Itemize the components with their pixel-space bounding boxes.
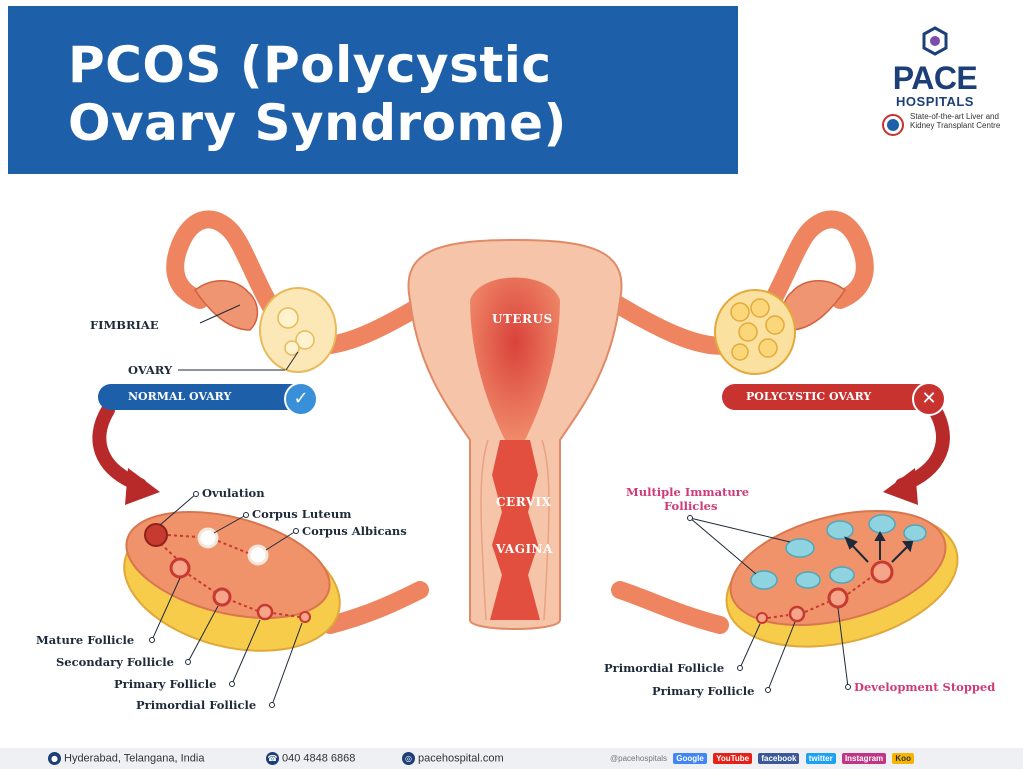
koo-link[interactable]: Koo <box>892 753 914 764</box>
secondary-follicle <box>214 589 230 605</box>
multiple-immature-follicles-label-line-1: Multiple Immature <box>626 485 749 499</box>
polycystic-ovary-illustration <box>715 290 795 374</box>
check-icon: ✓ <box>284 382 318 416</box>
facebook-link[interactable]: facebook <box>758 753 799 764</box>
ovary-label: OVARY <box>128 363 172 377</box>
social-media-row: @pacehospitals Google YouTube facebook t… <box>610 753 918 764</box>
corpus-luteum-label: Corpus Luteum <box>252 507 351 521</box>
normal-ovary-badge-text: NORMAL OVARY <box>128 390 231 403</box>
footer-website[interactable]: ◎pacehospital.com <box>402 752 504 765</box>
footer-location: ●Hyderabad, Telangana, India <box>48 752 204 765</box>
twitter-link[interactable]: twitter <box>806 753 836 764</box>
secondary-follicle-label: Secondary Follicle <box>56 655 174 669</box>
vagina-label: VAGINA <box>496 542 553 556</box>
immature-follicle-cyst <box>904 525 926 541</box>
polycystic-ovary-badge-text: POLYCYSTIC OVARY <box>746 390 871 403</box>
primary-follicle <box>258 605 272 619</box>
stopped-follicle <box>872 562 892 582</box>
primary-follicle-poly-label: Primary Follicle <box>652 684 754 698</box>
primordial-follicle-poly-label: Primordial Follicle <box>604 661 724 675</box>
normal-zoom-arrowhead <box>125 468 160 505</box>
primary-follicle-label: Primary Follicle <box>114 677 216 691</box>
phone-icon: ☎ <box>266 752 279 765</box>
immature-follicle-cyst <box>827 521 853 539</box>
social-handle: @pacehospitals <box>610 754 667 763</box>
globe-icon: ◎ <box>402 752 415 765</box>
immature-follicle-cyst <box>869 515 895 533</box>
poly-zoom-arrowhead <box>883 468 918 505</box>
corpus-albicans-label: Corpus Albicans <box>302 524 407 538</box>
uterus-illustration <box>408 240 621 629</box>
fimbriae-label: FIMBRIAE <box>90 318 159 332</box>
multiple-immature-follicles-label-line-2: Follicles <box>664 499 717 513</box>
mature-follicle <box>171 559 189 577</box>
immature-follicle-cyst <box>796 572 820 588</box>
location-pin-icon: ● <box>48 752 61 765</box>
cross-icon: ✕ <box>912 382 946 416</box>
youtube-link[interactable]: YouTube <box>713 753 752 764</box>
polycystic-ovary-badge: POLYCYSTIC OVARY ✕ <box>722 384 944 410</box>
development-stopped-label: Development Stopped <box>854 680 995 694</box>
stopped-follicle <box>829 589 847 607</box>
primordial-follicle-label: Primordial Follicle <box>136 698 256 712</box>
uterus-label: UTERUS <box>492 312 553 326</box>
primordial-follicle <box>300 612 310 622</box>
ovulation-label: Ovulation <box>202 486 265 500</box>
primary-follicle-poly <box>790 607 804 621</box>
corpus-luteum <box>199 529 217 547</box>
footer-bar: ●Hyderabad, Telangana, India ☎040 4848 6… <box>0 748 1023 769</box>
cervix-label: CERVIX <box>496 495 551 509</box>
primordial-follicle-poly <box>757 613 767 623</box>
immature-follicle-cyst <box>786 539 814 557</box>
normal-ovary-illustration <box>260 288 336 372</box>
immature-follicle-cyst <box>830 567 854 583</box>
mature-follicle-label: Mature Follicle <box>36 633 134 647</box>
instagram-link[interactable]: Instagram <box>842 753 886 764</box>
google-link[interactable]: Google <box>673 753 707 764</box>
ovulation-follicle <box>145 524 167 546</box>
footer-phone[interactable]: ☎040 4848 6868 <box>266 752 355 765</box>
normal-ovary-badge: NORMAL OVARY ✓ <box>98 384 316 410</box>
corpus-albicans <box>249 546 267 564</box>
